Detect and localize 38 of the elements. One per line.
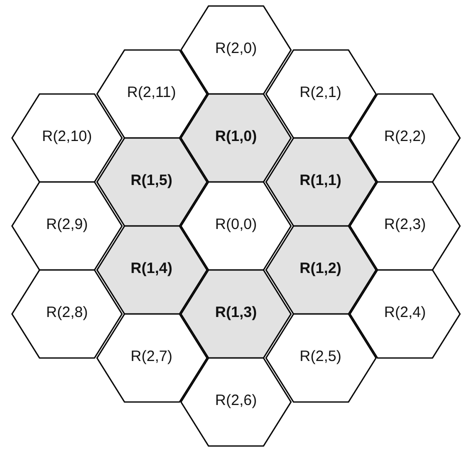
hexagon-cell (266, 314, 376, 402)
hexagon-cell (266, 50, 376, 138)
cell-label: R(2,5) (298, 348, 342, 366)
cell-label: R(2,4) (383, 304, 427, 322)
cell-label: R(2,7) (130, 348, 174, 366)
cell-label: R(1,3) (214, 304, 258, 322)
cell-label: R(2,1) (298, 84, 342, 102)
hexagon-cell (181, 6, 291, 94)
hexagon-cell (181, 270, 291, 358)
hexagon-cell (181, 358, 291, 446)
cell-label: R(2,8) (45, 304, 89, 322)
cell-label: R(0,0) (214, 216, 258, 234)
hexagon-cell (181, 182, 291, 270)
hexagon-cell (350, 182, 460, 270)
hexagon-cell (96, 138, 206, 226)
cell-label: R(2,6) (214, 392, 258, 410)
cell-label: R(2,2) (383, 128, 427, 146)
cell-label: R(2,9) (45, 216, 89, 234)
hexagon-cell (96, 50, 206, 138)
cell-label: R(1,2) (298, 260, 342, 278)
cell-label: R(2,3) (383, 216, 427, 234)
cell-label: R(1,1) (298, 172, 342, 190)
hexagon-cell (12, 270, 122, 358)
hexagon-cell (181, 94, 291, 182)
hexagon-cell (12, 94, 122, 182)
hexagon-cell (96, 226, 206, 314)
cell-label: R(1,5) (130, 172, 174, 190)
cell-label: R(2,0) (214, 40, 258, 58)
hexagon-cell (350, 270, 460, 358)
hexagon-cell (266, 138, 376, 226)
hexagon-cell (266, 226, 376, 314)
hexagon-cell (96, 314, 206, 402)
cell-label: R(2,11) (126, 84, 177, 102)
cell-label: R(1,4) (130, 260, 174, 278)
hexagon-cell (350, 94, 460, 182)
hexagon-cell (12, 182, 122, 270)
cell-label: R(1,0) (214, 128, 258, 146)
cell-label: R(2,10) (40, 128, 94, 146)
